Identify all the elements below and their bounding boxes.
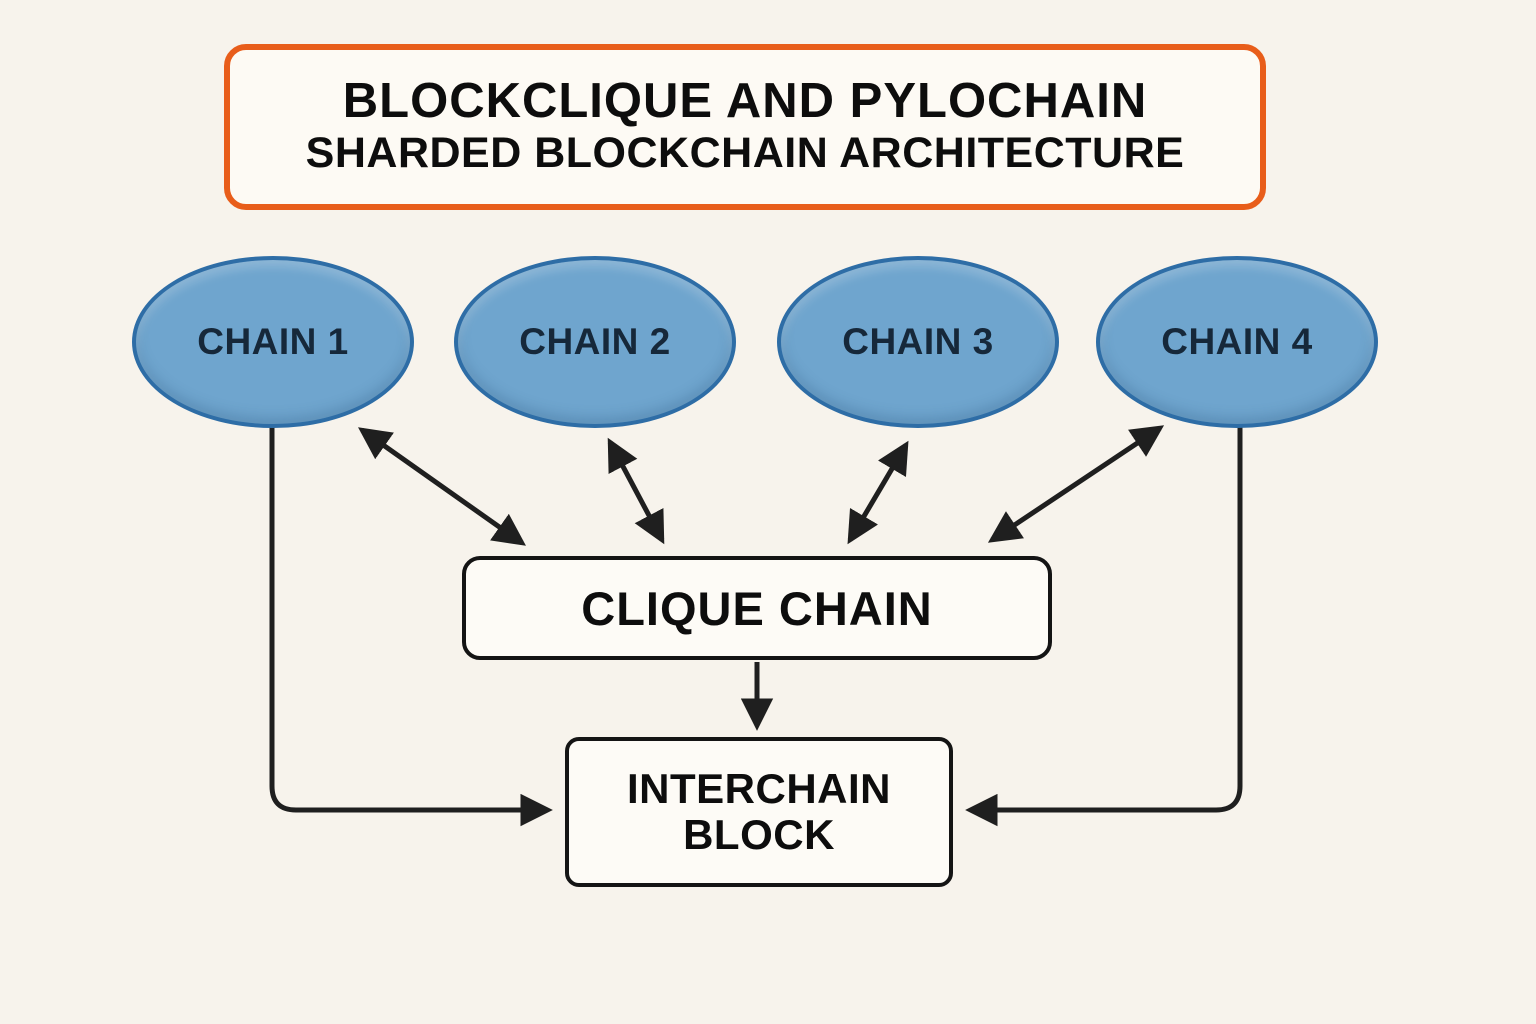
title-line-1: BLOCKCLIQUE AND PYLOCHAIN <box>342 74 1148 129</box>
node-clique-chain-label: CLIQUE CHAIN <box>581 581 933 635</box>
arrow-chain4-cliquechain <box>987 425 1165 543</box>
node-interchain-block: INTERCHAIN BLOCK <box>565 737 953 887</box>
node-chain-2: CHAIN 2 <box>454 256 736 428</box>
node-chain-4: CHAIN 4 <box>1096 256 1378 428</box>
arrow-chain3-cliquechain <box>847 440 909 545</box>
node-chain-3-label: CHAIN 3 <box>842 321 994 362</box>
arrow-chain2-cliquechain <box>607 437 665 545</box>
node-chain-1-label: CHAIN 1 <box>197 321 349 362</box>
node-interchain-block-label-line-1: INTERCHAIN <box>627 764 891 812</box>
node-chain-3: CHAIN 3 <box>777 256 1059 428</box>
arrow-chain1-interchainblock <box>269 426 553 827</box>
node-chain-2-label: CHAIN 2 <box>519 321 671 362</box>
arrow-chain4-interchainblock <box>965 426 1243 827</box>
node-clique-chain: CLIQUE CHAIN <box>462 556 1052 660</box>
node-chain-1: CHAIN 1 <box>132 256 414 428</box>
node-chain-4-label: CHAIN 4 <box>1161 321 1313 362</box>
arrow-chain1-cliquechain <box>358 427 526 546</box>
title-line-2: SHARDED BLOCKCHAIN ARCHITECTURE <box>305 129 1185 178</box>
node-interchain-block-label-line-2: BLOCK <box>683 811 835 858</box>
title-box: BLOCKCLIQUE AND PYLOCHAIN SHARDED BLOCKC… <box>224 44 1266 210</box>
